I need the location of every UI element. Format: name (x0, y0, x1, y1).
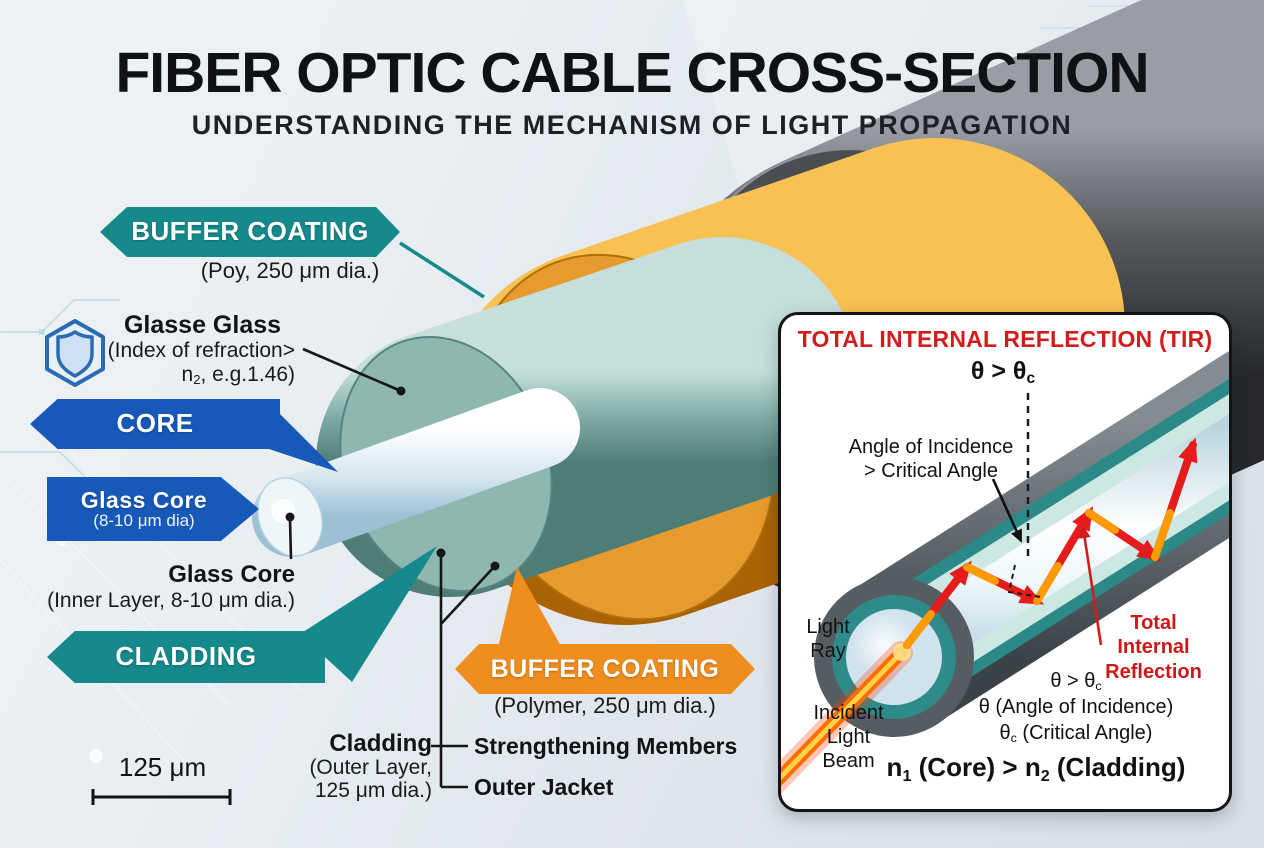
banner-cladding: CLADDING (47, 631, 325, 683)
tir-legend-line2: θ (Angle of Incidence) (978, 696, 1174, 718)
angle-annotation-arrow (991, 478, 1023, 543)
cladding-banner-tail (300, 546, 437, 682)
callout-cladding-title: Cladding (329, 730, 432, 757)
callout-cladding-line2: 125 μm dia.) (314, 778, 432, 802)
callout-cladding: Cladding (Outer Layer, 125 μm dia.) (295, 731, 432, 802)
incident-beam (781, 641, 913, 794)
shield-hexagon-icon (45, 319, 105, 387)
banner-buffer-coating-top: BUFFER COATING (100, 207, 400, 257)
tir-legend-line3: θc (Critical Angle) (999, 722, 1153, 746)
callout-cladding-line1: (Outer Layer, (309, 755, 432, 779)
tir-light-ray-line2: Ray (810, 640, 846, 662)
callout-strengthening-members: Strengthening Members (474, 733, 738, 759)
tir-formula: n1 (Core) > n2 (Cladding) (886, 752, 1186, 785)
tir-illustration (781, 351, 1229, 794)
tir-light-ray-line1: Light (806, 616, 850, 638)
banner-buffer-coating-bottom-detail: (Polymer, 250 μm dia.) (494, 693, 716, 718)
tir-fiber (814, 351, 1229, 737)
scale-bar (91, 789, 232, 805)
tir-incident-line2: Light (826, 726, 871, 748)
tir-condition: θ > θc (970, 357, 1036, 388)
callout-glass-glass-line1: (Index of refraction> (107, 339, 295, 362)
tir-legend: θ > θc θ (Angle of Incidence) θc (Critic… (941, 668, 1211, 746)
tir-reflection-line2: Internal (1117, 636, 1190, 659)
page-title: FIBER OPTIC CABLE CROSS-SECTION (115, 41, 1149, 105)
leader-lines (288, 347, 495, 789)
banner-core-label: CORE (116, 408, 194, 439)
leader-dots (285, 386, 500, 571)
banner-core: CORE (30, 399, 280, 449)
tir-annotation-arrow (1078, 525, 1103, 646)
buffer-banner-tail (498, 567, 562, 648)
tir-reflection-line1: Total (1130, 612, 1177, 634)
tir-incident-line1: Incident (813, 702, 884, 724)
scale-label: 125 μm (118, 752, 207, 782)
callout-glass-glass-title: Glasse Glass (123, 311, 282, 339)
core-banner-tail (266, 402, 338, 472)
callout-outer-jacket: Outer Jacket (474, 774, 614, 800)
tir-angle-note-line2: > Critical Angle (864, 460, 998, 482)
banner-cladding-label: CLADDING (115, 641, 257, 672)
tir-angle-note-line1: Angle of Incidence (848, 436, 1014, 458)
tir-legend-line1: θ > θc (1050, 670, 1102, 694)
tir-incident-line3: Beam (822, 750, 875, 772)
tir-title: TOTAL INTERNAL REFLECTION (TIR) (797, 326, 1213, 352)
banner-glass-core-label: Glass Core (80, 487, 208, 513)
banner-buffer-coating-bottom: BUFFER COATING (455, 644, 755, 694)
banner-buffer-coating-top-label: BUFFER COATING (131, 216, 369, 247)
tir-panel: TOTAL INTERNAL REFLECTION (TIR) θ > θc A… (778, 312, 1232, 812)
callout-glass-core-title: Glass Core (168, 561, 295, 588)
banner-glass-core: Glass Core (8-10 μm dia) (47, 477, 259, 541)
tir-incident-label: Incident Light Beam (791, 701, 906, 773)
tir-reflection-label: Total Internal Reflection (1091, 611, 1216, 684)
buffer-top-leader (399, 241, 485, 299)
page-subtitle: UNDERSTANDING THE MECHANISM OF LIGHT PRO… (191, 110, 1073, 140)
banner-glass-core-detail: (8-10 μm dia) (93, 511, 195, 531)
callout-glass-core: Glass Core (Inner Layer, 8-10 μm dia.) (37, 561, 295, 612)
banner-buffer-coating-top-detail: (Poy, 250 μm dia.) (200, 258, 380, 283)
construction-lines (1007, 393, 1042, 598)
callout-glass-core-line1: (Inner Layer, 8-10 μm dia.) (47, 588, 295, 612)
tir-light-ray-label: Light Ray (783, 615, 873, 663)
banner-buffer-coating-bottom-label: BUFFER COATING (490, 654, 720, 683)
callout-glass-glass-line2: n2, e.g.1.46) (181, 362, 296, 388)
tir-reflection-line3: Reflection (1105, 660, 1202, 683)
callout-glass-glass: Glasse Glass (Index of refraction> n2, e… (55, 311, 296, 388)
tir-angle-note: Angle of Incidence > Critical Angle (836, 435, 1026, 483)
